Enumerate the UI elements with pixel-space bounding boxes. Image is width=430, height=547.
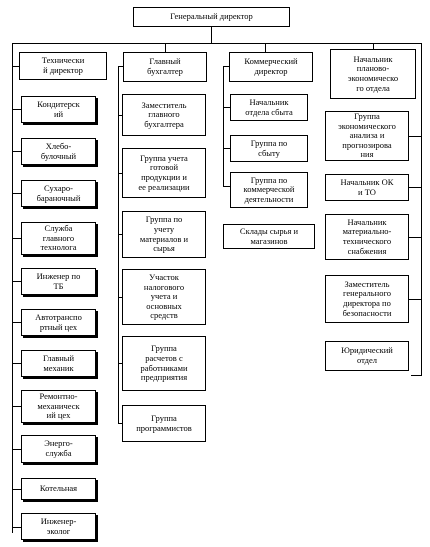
connector (409, 237, 421, 238)
warehouses-box: Склады сырья и магазинов (223, 224, 315, 249)
col4-item-1: Группа экономического анализа и прогнози… (325, 111, 409, 161)
connector (12, 109, 21, 110)
col3-item-3: Группа по коммерческой деятельности (230, 172, 308, 208)
col4-item-5: Юридический отдел (325, 341, 409, 371)
general-director-box: Генеральный директор (133, 7, 290, 27)
col2-item-1: Заместитель главного бухгалтера (122, 94, 206, 136)
col3-item-1: Начальник отдела сбыта (230, 94, 308, 121)
connector (373, 43, 374, 49)
planning-dept-head-box: Начальник планово- экономическо го отдел… (330, 49, 416, 99)
connector (118, 66, 119, 424)
connector (223, 186, 230, 187)
connector (165, 43, 166, 52)
connector (118, 173, 122, 174)
col1-item-10: Котельная (21, 478, 96, 500)
connector (12, 238, 21, 239)
col2-item-2: Группа учета готовой продукции и ее реал… (122, 148, 206, 198)
connector (12, 322, 21, 323)
col1-item-8: Ремонтно- механическ ий цех (21, 390, 96, 423)
col2-item-5: Группа расчетов с работниками предприяти… (122, 336, 206, 391)
col1-item-4: Служба главного технолога (21, 222, 96, 255)
col1-item-9: Энерго- служба (21, 435, 96, 463)
col1-item-2: Хлебо- булочный (21, 138, 96, 165)
col1-item-5: Инженер по ТБ (21, 268, 96, 295)
connector (12, 449, 21, 450)
col4-item-2: Начальник ОК и ТО (325, 174, 409, 201)
col1-item-1: Кондитерск ий (21, 96, 96, 123)
col4-item-4: Заместитель генерального директора по бе… (325, 275, 409, 323)
col2-item-3: Группа по учету материалов и сырья (122, 211, 206, 258)
connector (12, 193, 21, 194)
connector (118, 115, 122, 116)
connector (223, 66, 224, 186)
technical-director-box: Технически й директор (19, 52, 107, 80)
connector (211, 27, 212, 43)
connector (265, 43, 266, 52)
connector (118, 363, 122, 364)
connector (12, 363, 21, 364)
connector (409, 187, 421, 188)
commercial-director-box: Коммерческий директор (229, 52, 313, 82)
col2-item-6: Группа программистов (122, 405, 206, 442)
connector (12, 43, 13, 533)
connector (409, 299, 421, 300)
col3-item-2: Группа по сбыту (230, 135, 308, 162)
connector (12, 406, 21, 407)
connector (12, 281, 21, 282)
connector (118, 423, 122, 424)
connector (12, 489, 21, 490)
connector (223, 148, 230, 149)
connector (12, 66, 19, 67)
col1-item-7: Главный механик (21, 350, 96, 377)
col4-item-3: Начальник материально- технического снаб… (325, 214, 409, 260)
col2-item-4: Участок налогового учета и основных сред… (122, 269, 206, 325)
connector (223, 66, 229, 67)
chief-accountant-box: Главный бухгалтер (123, 52, 207, 82)
connector (12, 43, 421, 44)
connector (411, 375, 422, 376)
connector (12, 151, 21, 152)
col1-item-3: Сухаро- бараночный (21, 180, 96, 207)
connector (12, 527, 21, 528)
connector (118, 66, 123, 67)
connector (409, 136, 421, 137)
col1-item-11: Инженер- эколог (21, 513, 96, 540)
col1-item-6: Автотранспо ртный цех (21, 309, 96, 336)
connector (118, 234, 122, 235)
connector (118, 297, 122, 298)
connector (421, 43, 422, 375)
connector (223, 107, 230, 108)
